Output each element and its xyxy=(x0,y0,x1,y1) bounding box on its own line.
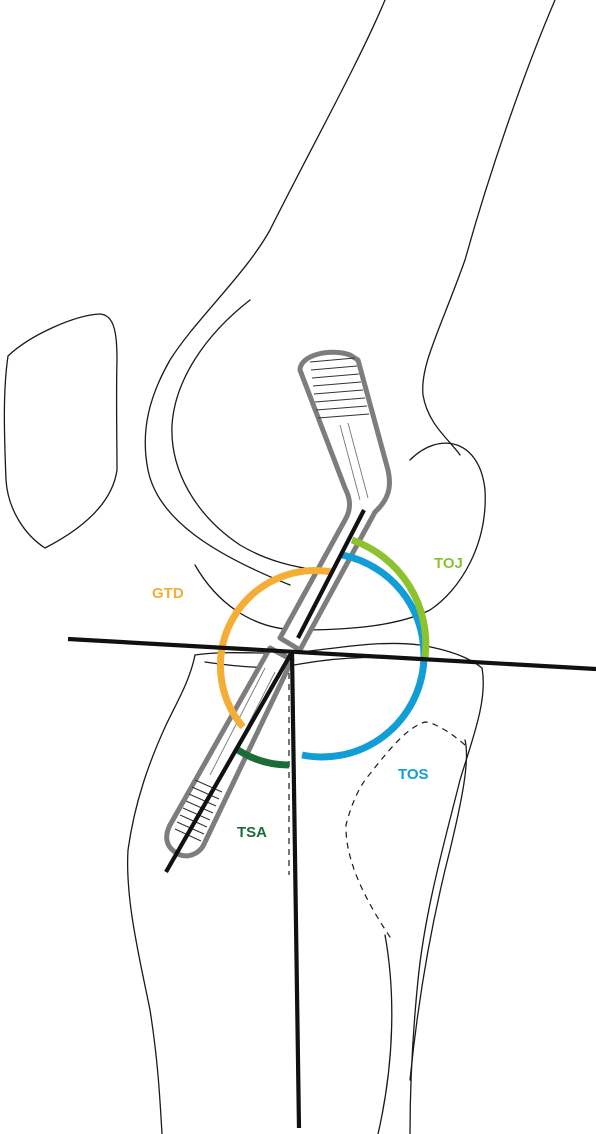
patella xyxy=(3,313,118,549)
implant-axis-lower xyxy=(164,650,294,874)
arc-gtd xyxy=(216,567,333,730)
femur-anterior-cortex xyxy=(144,0,386,586)
tibia xyxy=(126,642,484,1134)
implant-upper-inner-lines xyxy=(339,422,369,501)
fibula-line xyxy=(409,739,468,1081)
upper-threads xyxy=(309,357,370,419)
arc-tsa xyxy=(233,745,290,769)
joint-line xyxy=(67,636,596,672)
implant-tibial-segment xyxy=(164,645,295,859)
implant-femoral-segment xyxy=(277,349,392,653)
tibial-shaft-axis xyxy=(289,651,302,1129)
axis-lines xyxy=(67,509,596,1129)
arc-tos xyxy=(301,551,428,761)
label-tos: TOS xyxy=(398,766,429,783)
arc-toj xyxy=(350,536,430,658)
femur-inner-anterior-line xyxy=(171,299,321,571)
tibia-anterior-cortex xyxy=(126,654,196,1134)
femoral-condyle xyxy=(299,442,486,631)
tibial-plateau xyxy=(194,642,483,669)
implant-axis-upper xyxy=(296,509,366,639)
tibia-posterior-cortex xyxy=(409,667,484,1134)
femur-posterior-cortex xyxy=(422,0,556,456)
label-toj: TOJ xyxy=(434,555,463,572)
implant-upper-outline xyxy=(277,349,392,653)
label-gtd: GTD xyxy=(152,585,184,602)
tibia-inner-line xyxy=(377,934,393,1134)
implant-lower-outline xyxy=(164,645,295,859)
label-tsa: TSA xyxy=(237,824,267,841)
angle-arcs xyxy=(216,536,430,769)
